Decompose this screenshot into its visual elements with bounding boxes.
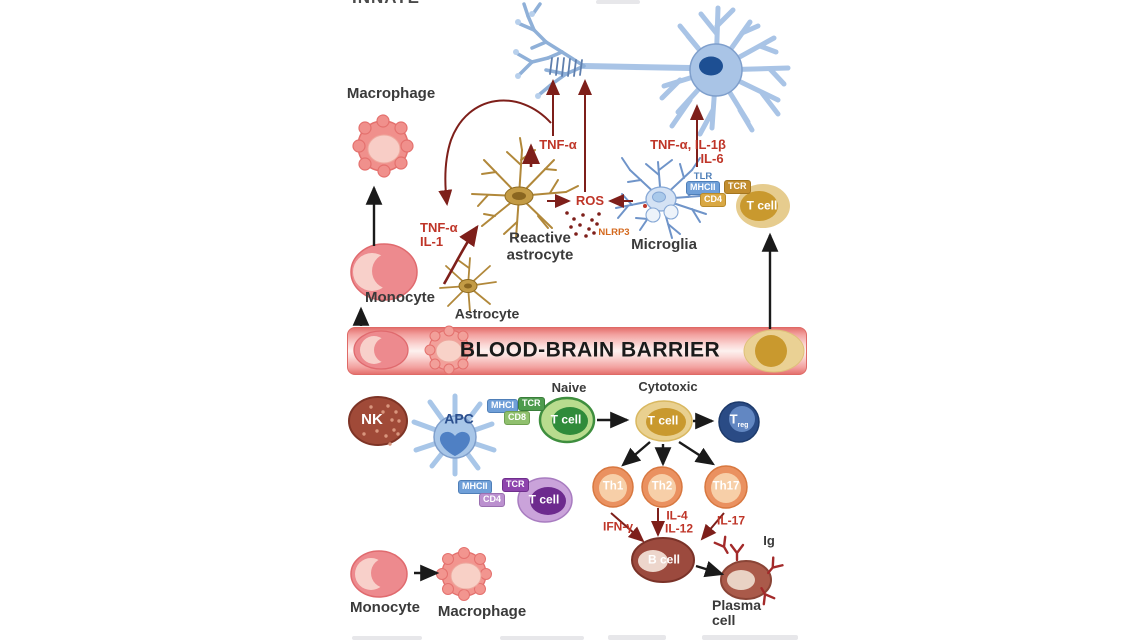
tcr-badge-cd4: TCR [502,478,529,492]
monocyte-cns [350,243,418,301]
naive-tcell [538,396,596,444]
nk-cell [348,396,408,446]
naive-label: Naive [551,379,587,395]
th17-cell [704,465,748,509]
ros-dots [565,211,601,238]
monocyte-periphery-label: Monocyte [349,598,421,616]
synaptic-terminal [513,2,586,99]
bbb-monocyte [353,330,409,370]
ig-label: Ig [763,532,775,548]
il12-label: IL-12 [664,521,694,536]
cd4-tcell-label: T cell [528,492,560,507]
cytotoxic-label: Cytotoxic [638,378,698,394]
reactive-astrocyte [471,137,579,239]
treg-cell [718,401,760,443]
b-cell [631,537,695,583]
il4-label: IL-4 [666,508,688,523]
tnf-il1-label: TNF-α IL-1 [420,220,458,250]
neuron [581,5,791,137]
cd4-tcell [517,477,573,523]
bcell-label: B cell [647,552,681,567]
microglia-cytokines-label: TNF-α, IL-1β [650,136,726,152]
cytotoxic-tcell [635,400,693,442]
cutoff-text-fragment [608,635,666,640]
mhc2-badge-periphery: MHCII [458,480,492,494]
th1-label: Th1 [602,480,624,493]
blood-brain-barrier-band [347,327,807,375]
plasma-cell [713,535,784,606]
plasma-cell-label: Plasma cell [712,597,762,629]
cd4-badge-cns: CD4 [700,193,727,207]
il6-label: IL-6 [700,150,724,166]
tlr-label: TLR [693,170,713,182]
macrophage-periphery [436,547,492,601]
cutoff-header: INNATE [352,0,462,9]
cutoff-text-fragment [596,0,640,4]
nlrp3-label: NLRP3 [598,226,630,238]
mhc1-badge: MHCI [487,399,518,413]
black-arrows [352,185,779,582]
naive-tcell-label: T cell [550,412,582,427]
th2-label: Th2 [651,480,673,493]
red-arrows [438,79,725,543]
ros-label: ROS [575,192,605,208]
tcr-badge-cd8: TCR [518,397,545,411]
microglia [615,157,707,239]
bbb-label: BLOOD-BRAIN BARRIER [459,338,721,362]
monocyte-cns-label: Monocyte [364,288,436,306]
tcell-cns-label: T cell [746,198,778,213]
tnf-label: TNF-α [539,136,577,152]
cutoff-text-fragment [702,635,798,640]
astrocyte-label: Astrocyte [454,305,520,322]
th1-cell [592,466,634,508]
nk-label: NK [361,410,383,428]
microglia-label: Microglia [631,235,697,253]
cytotoxic-tcell-label: T cell [647,413,679,428]
cutoff-header-text: INNATE [352,0,462,8]
apc-cell [411,393,497,477]
macrophage-periphery-label: Macrophage [437,602,527,620]
macrophage-cns-label: Macrophage [346,84,436,102]
th2-cell [641,466,683,508]
apc-label: APC [444,410,474,427]
il17-label: IL-17 [716,513,746,528]
reactive-astrocyte-label: Reactive astrocyte [506,229,574,263]
ifng-label: IFN-γ [603,519,633,534]
th17-label: Th17 [712,480,740,493]
monocyte-periphery [350,550,408,598]
cutoff-text-fragment [352,636,422,640]
antibody-icon [713,535,784,606]
tcr-badge-cns: TCR [724,180,751,194]
astrocyte [439,257,497,313]
bbb-tcell [743,329,805,373]
tcell-cns [736,184,790,228]
cd4-badge-periphery: CD4 [479,493,506,507]
macrophage-cns [352,114,414,178]
treg-label: Treg [729,411,749,429]
cutoff-text-fragment [500,636,584,640]
cd8-badge: CD8 [504,411,531,425]
bbb-macrophage [424,325,474,375]
